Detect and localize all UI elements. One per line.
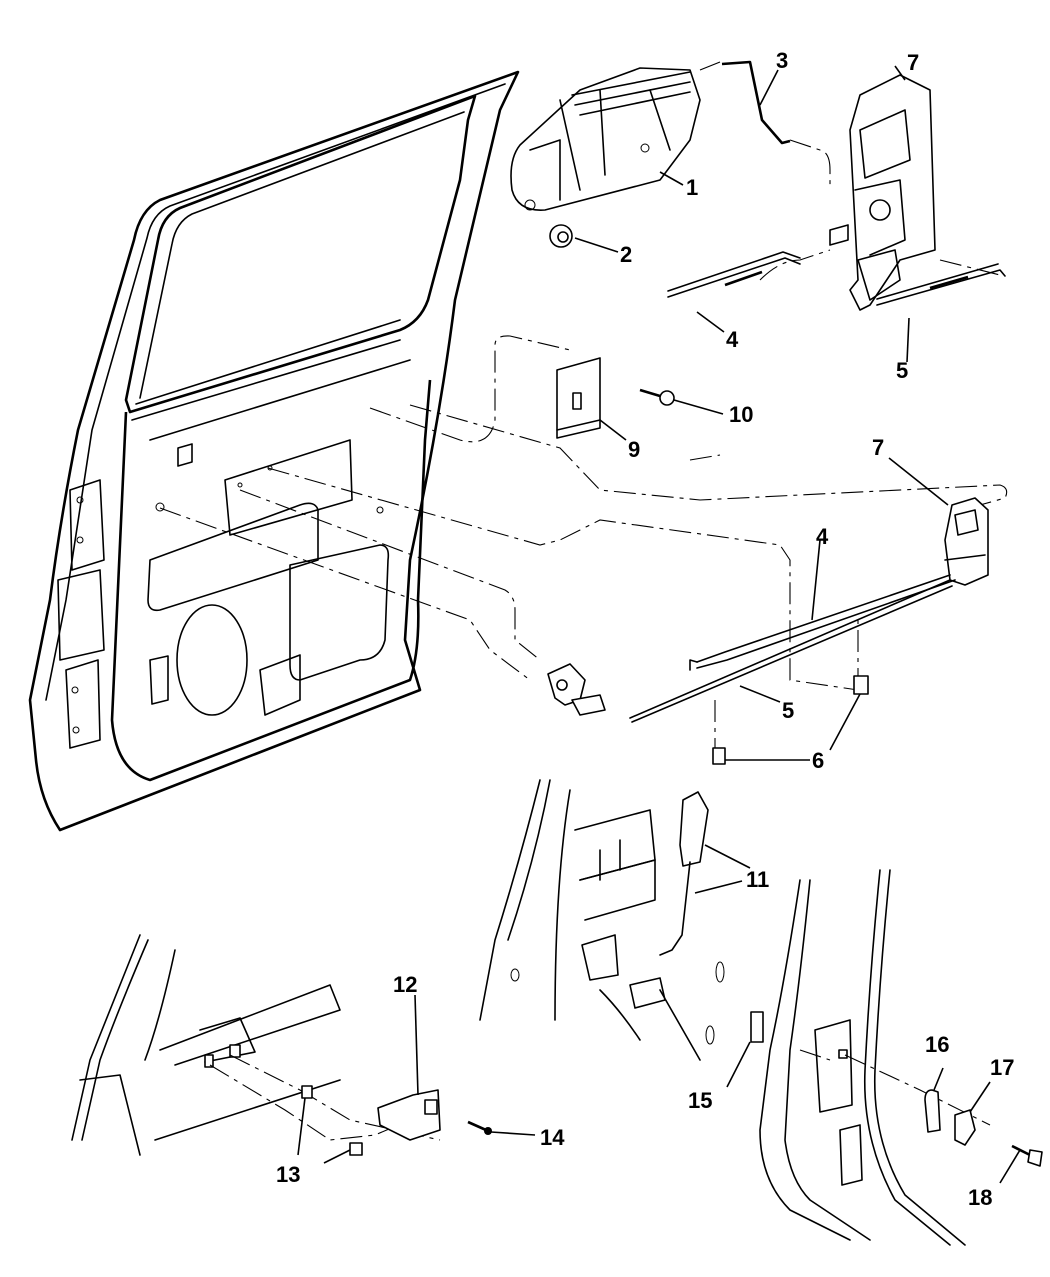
callout-4: 4 <box>726 327 739 352</box>
lower-right-view <box>759 869 991 1246</box>
callout-7b: 7 <box>872 435 884 460</box>
callout-17: 17 <box>990 1055 1014 1080</box>
bracket-screw[interactable] <box>467 1120 492 1135</box>
striker-spacer[interactable] <box>750 1011 764 1043</box>
latch-screw[interactable] <box>639 388 675 406</box>
callout-5: 5 <box>896 358 908 383</box>
door-latch-installed[interactable] <box>944 497 989 586</box>
striker-bracket[interactable] <box>377 1089 441 1141</box>
rear-door-shell <box>28 70 520 832</box>
inside-handle-mechanism[interactable] <box>547 663 606 716</box>
clip-nuts[interactable] <box>301 1085 363 1156</box>
striker-shim[interactable] <box>924 1089 941 1133</box>
callout-6: 6 <box>812 748 824 773</box>
link-rod-lower-detail[interactable] <box>876 263 1006 306</box>
callout-15: 15 <box>688 1088 712 1113</box>
callout-13: 13 <box>276 1162 300 1187</box>
callout-3: 3 <box>776 48 788 73</box>
callout-18: 18 <box>968 1185 992 1210</box>
rod-clips[interactable] <box>712 675 869 765</box>
link-rod-upper-detail[interactable] <box>667 251 801 298</box>
inside-release-cable[interactable] <box>659 791 709 956</box>
callout-4b: 4 <box>816 524 829 549</box>
center-pillar-view <box>479 779 725 1061</box>
outside-handle[interactable] <box>510 67 701 211</box>
callout-7: 7 <box>907 50 919 75</box>
callout-labels: 1 2 3 4 4 5 5 6 7 7 9 10 11 12 13 14 15 … <box>276 48 1014 1210</box>
callout-14: 14 <box>540 1125 565 1150</box>
handle-rod[interactable] <box>721 60 791 145</box>
callout-12: 12 <box>393 972 417 997</box>
latch-plate[interactable] <box>556 357 601 439</box>
striker[interactable] <box>954 1109 976 1146</box>
handle-nut[interactable] <box>549 224 573 248</box>
door-latch-detail[interactable] <box>829 74 936 311</box>
installed-link-rods[interactable] <box>629 574 956 723</box>
striker-bolt[interactable] <box>1011 1144 1043 1167</box>
assembly-lines <box>159 61 1008 760</box>
callout-10: 10 <box>729 402 753 427</box>
callout-1: 1 <box>686 175 698 200</box>
callout-5b: 5 <box>782 698 794 723</box>
callout-2: 2 <box>620 242 632 267</box>
callout-11: 11 <box>746 867 769 892</box>
callout-leaders <box>297 65 1021 1184</box>
callout-9: 9 <box>628 437 640 462</box>
callout-16: 16 <box>925 1032 949 1057</box>
